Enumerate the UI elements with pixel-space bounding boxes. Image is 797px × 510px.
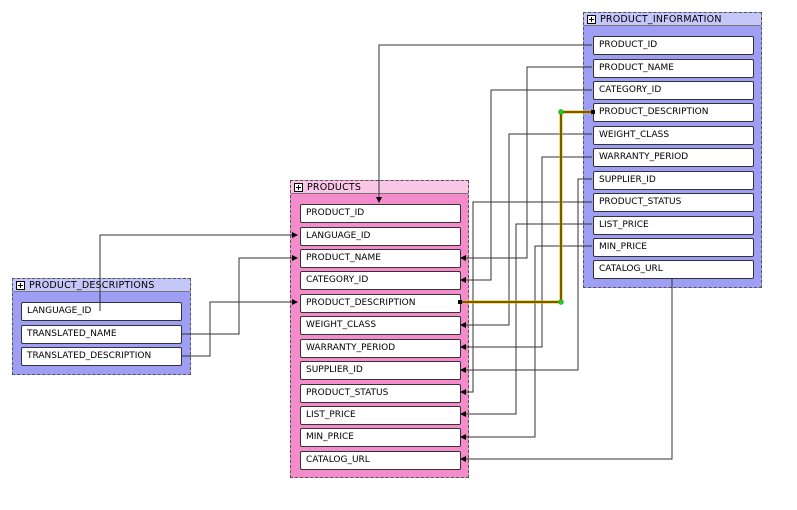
link-weight-class — [460, 133, 592, 328]
expand-icon[interactable] — [294, 183, 303, 192]
field-language-id[interactable]: LANGUAGE_ID — [21, 302, 182, 321]
entity-product-information[interactable]: PRODUCT_INFORMATION PRODUCT_ID PRODUCT_N… — [583, 12, 762, 288]
expand-icon[interactable] — [16, 281, 25, 290]
field-supplier-id[interactable]: SUPPLIER_ID — [593, 171, 754, 190]
field-product-name[interactable]: PRODUCT_NAME — [593, 59, 754, 78]
link-supplier-id — [460, 178, 592, 373]
field-list-price[interactable]: LIST_PRICE — [300, 406, 461, 425]
field-product-id[interactable]: PRODUCT_ID — [593, 36, 754, 55]
field-translated-description[interactable]: TRANSLATED_DESCRIPTION — [21, 347, 182, 366]
link-language-id — [99, 232, 298, 311]
entity-products[interactable]: PRODUCTS PRODUCT_ID LANGUAGE_ID PRODUCT_… — [290, 180, 469, 478]
field-weight-class[interactable]: WEIGHT_CLASS — [593, 126, 754, 145]
link-catalog-url — [460, 278, 673, 462]
field-supplier-id[interactable]: SUPPLIER_ID — [300, 361, 461, 380]
field-language-id[interactable]: LANGUAGE_ID — [300, 227, 461, 246]
field-product-status[interactable]: PRODUCT_STATUS — [593, 193, 754, 212]
entity-header[interactable]: PRODUCT_INFORMATION — [584, 13, 761, 26]
link-translated-name — [182, 255, 298, 335]
link-product-id — [376, 44, 592, 203]
field-product-name[interactable]: PRODUCT_NAME — [300, 249, 461, 268]
field-min-price[interactable]: MIN_PRICE — [300, 428, 461, 447]
link-product-status — [460, 201, 592, 395]
entity-product-descriptions[interactable]: PRODUCT_DESCRIPTIONS LANGUAGE_ID TRANSLA… — [12, 278, 191, 375]
link-product-description-selected — [458, 109, 595, 305]
expand-icon[interactable] — [587, 15, 596, 24]
link-list-price — [460, 223, 592, 417]
link-product-name — [460, 66, 592, 261]
entity-title: PRODUCT_INFORMATION — [600, 14, 722, 25]
field-warranty-period[interactable]: WARRANTY_PERIOD — [593, 148, 754, 167]
link-translated-description — [182, 299, 298, 357]
field-translated-name[interactable]: TRANSLATED_NAME — [21, 325, 182, 344]
field-product-id[interactable]: PRODUCT_ID — [300, 204, 461, 223]
entity-title: PRODUCTS — [307, 182, 362, 193]
link-category-id — [460, 89, 592, 283]
field-category-id[interactable]: CATEGORY_ID — [593, 81, 754, 100]
field-list-price[interactable]: LIST_PRICE — [593, 216, 754, 235]
field-catalog-url[interactable]: CATALOG_URL — [593, 260, 754, 279]
entity-title: PRODUCT_DESCRIPTIONS — [29, 280, 155, 291]
link-warranty-period — [460, 156, 592, 350]
link-min-price — [460, 245, 592, 440]
field-min-price[interactable]: MIN_PRICE — [593, 238, 754, 257]
entity-header[interactable]: PRODUCT_DESCRIPTIONS — [13, 279, 190, 292]
